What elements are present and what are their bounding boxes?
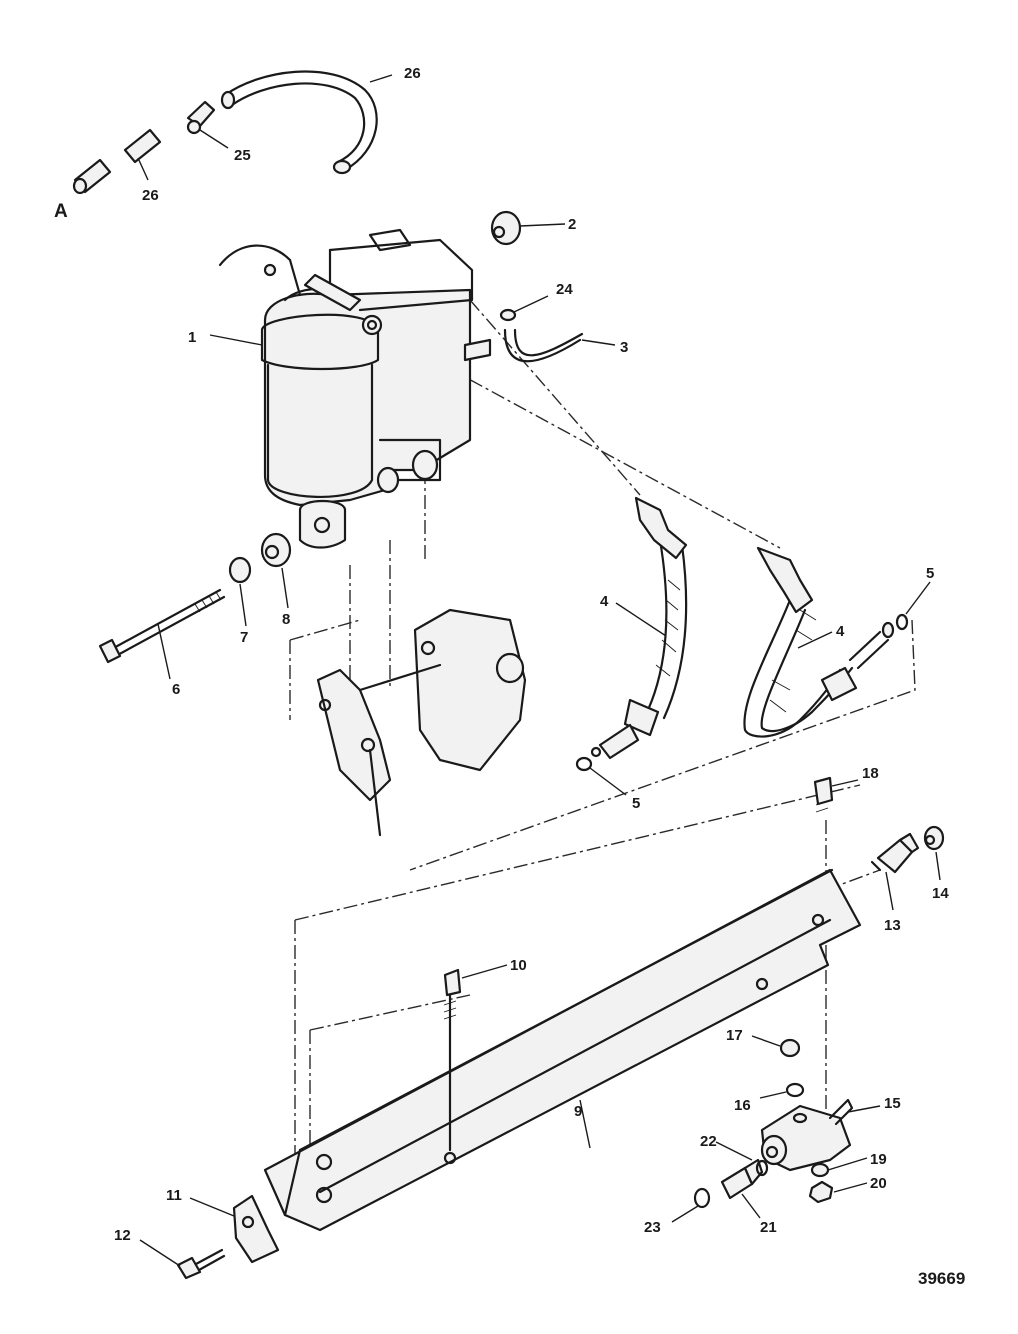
o-ring-23 xyxy=(693,1187,711,1209)
callout-26-upper: 26 xyxy=(404,65,421,82)
grommet-part-2 xyxy=(490,210,522,246)
view-label: A xyxy=(54,201,68,222)
screw-part-18 xyxy=(813,776,834,813)
callout-3: 3 xyxy=(620,339,628,356)
figure-number: 39669 xyxy=(918,1269,965,1288)
vent-hose-assembly xyxy=(499,308,584,363)
test-fitting-13 xyxy=(870,832,920,874)
callout-leaders xyxy=(137,74,941,1267)
callout-24: 24 xyxy=(556,281,573,298)
callout-18: 18 xyxy=(862,765,879,782)
fuel-hose-left xyxy=(590,496,688,760)
fuel-filter-assembly xyxy=(218,228,492,549)
callout-21: 21 xyxy=(760,1219,777,1236)
callout-1: 1 xyxy=(188,329,196,346)
screw-part-10 xyxy=(443,968,462,1152)
callout-7: 7 xyxy=(240,629,248,646)
pressure-regulator-15 xyxy=(760,1098,854,1172)
nut-20 xyxy=(808,1180,834,1204)
fuel-rail xyxy=(263,868,862,1232)
callout-15: 15 xyxy=(884,1095,901,1112)
callout-4-left: 4 xyxy=(600,593,609,610)
callout-5-lower: 5 xyxy=(632,795,640,812)
callout-10: 10 xyxy=(510,957,527,974)
callout-16: 16 xyxy=(734,1097,751,1114)
bolt-washer-grommet-set xyxy=(98,532,292,664)
view-a-hose-assembly xyxy=(72,70,378,195)
callout-4-right: 4 xyxy=(836,623,845,640)
washer-19 xyxy=(810,1162,830,1178)
o-rings xyxy=(575,613,909,772)
callout-23: 23 xyxy=(644,1219,661,1236)
callout-25: 25 xyxy=(234,147,251,164)
callout-labels: 1 2 3 4 4 5 5 6 7 8 9 10 11 12 13 14 15 … xyxy=(114,65,949,1244)
callout-17: 17 xyxy=(726,1027,743,1044)
callout-19: 19 xyxy=(870,1151,887,1168)
screw-part-12 xyxy=(176,1248,226,1280)
rail-bracket-11 xyxy=(232,1194,280,1264)
fitting-cap-14 xyxy=(923,825,945,851)
callout-26-lower: 26 xyxy=(142,187,159,204)
callout-13: 13 xyxy=(884,917,901,934)
callout-12: 12 xyxy=(114,1227,131,1244)
callout-8: 8 xyxy=(282,611,290,628)
o-ring-22 xyxy=(755,1159,769,1177)
callout-22: 22 xyxy=(700,1133,717,1150)
callout-2: 2 xyxy=(568,216,576,233)
fitting-21 xyxy=(720,1158,764,1200)
callout-14: 14 xyxy=(932,885,949,902)
fuel-hose-right xyxy=(743,546,895,738)
callout-9: 9 xyxy=(574,1103,582,1120)
mounting-bracket xyxy=(316,608,527,837)
callout-20: 20 xyxy=(870,1175,887,1192)
cap-17 xyxy=(779,1038,801,1058)
o-ring-16 xyxy=(785,1082,805,1098)
callout-5-upper: 5 xyxy=(926,565,934,582)
callout-11: 11 xyxy=(166,1187,182,1204)
callout-6: 6 xyxy=(172,681,180,698)
